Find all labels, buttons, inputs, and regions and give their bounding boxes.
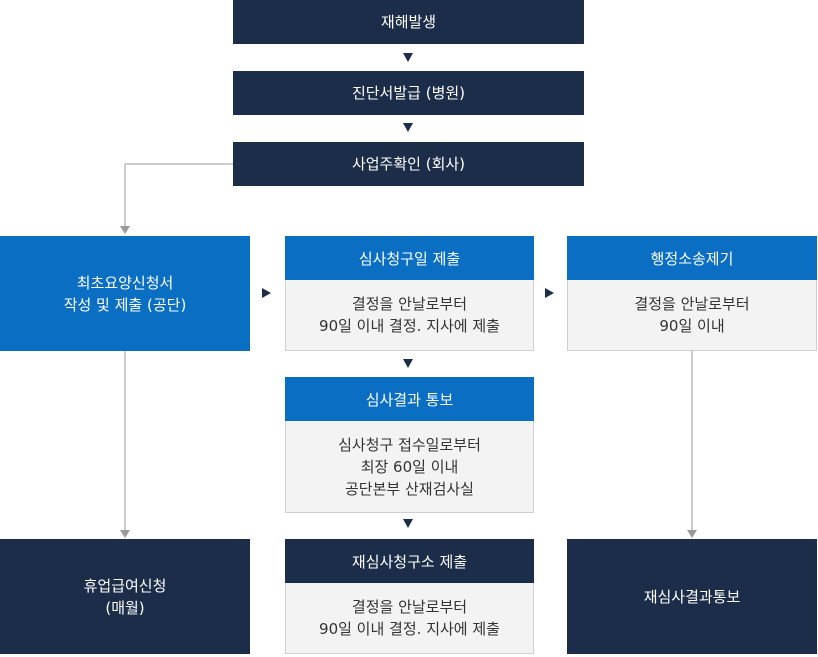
review-result-header: 심사결과 통보 [285,377,534,421]
leave-benefit-box: 휴업급여신청 (매월) [0,539,250,654]
arrow-head-result [687,530,697,538]
re-review-header: 재심사청구소 제출 [285,539,534,583]
arrow-right-2 [545,288,554,298]
connector-company-to-claim [124,163,233,227]
review-request-body: 결정을 안날로부터 90일 이내 결정. 지사에 제출 [285,280,534,351]
lawsuit-line-1: 결정을 안날로부터 [634,295,750,313]
re-review-line-1: 결정을 안날로부터 [351,598,468,616]
step-accident: 재해발생 [233,0,584,44]
first-claim-line-1: 최초요양신청서 [76,273,174,292]
review-request-header: 심사청구일 제출 [285,236,534,280]
step-company-confirm-label: 사업주확인 (회사) [351,155,466,173]
arrow-down-2 [403,123,413,132]
arrow-down-4 [403,519,413,528]
review-request-line-1: 결정을 안날로부터 [351,295,468,313]
lawsuit-header: 행정소송제기 [567,236,817,280]
lawsuit-line-2: 90일 이내 [659,317,725,335]
step-diagnosis: 진단서발급 (병원) [233,71,584,115]
arrow-head-leave [120,530,130,538]
leave-benefit-line-2: (매월) [105,598,145,617]
leave-benefit-line-1: 휴업급여신청 [83,576,167,595]
step-accident-label: 재해발생 [380,13,437,31]
re-review-body: 결정을 안날로부터 90일 이내 결정. 지사에 제출 [285,583,534,654]
review-result-line-2: 최장 60일 이내 [360,457,459,476]
first-claim-box: 최초요양신청서 작성 및 제출 (공단) [0,236,250,351]
step-company-confirm: 사업주확인 (회사) [233,142,584,186]
lawsuit-body: 결정을 안날로부터 90일 이내 [567,280,817,351]
first-claim-line-2: 작성 및 제출 (공단) [63,295,187,314]
review-result-line-3: 공단본부 산재검사실 [345,479,474,498]
arrow-down-1 [403,53,413,62]
arrow-right-1 [262,288,271,298]
lawsuit-title: 행정소송제기 [650,249,734,268]
re-review-line-2: 90일 이내 결정. 지사에 제출 [319,620,500,638]
arrow-head-claim [120,226,130,234]
review-result-body: 심사청구 접수일로부터 최장 60일 이내 공단본부 산재검사실 [285,421,534,513]
review-request-line-2: 90일 이내 결정. 지사에 제출 [319,317,500,335]
review-result-line-1: 심사청구 접수일로부터 [338,435,481,454]
re-review-result-box: 재심사결과통보 [567,539,817,654]
re-review-title: 재심사청구소 제출 [351,552,468,571]
review-request-title: 심사청구일 제출 [358,249,461,268]
arrow-down-3 [403,359,413,368]
step-diagnosis-label: 진단서발급 (병원) [351,84,466,102]
re-review-result-label: 재심사결과통보 [643,587,741,606]
review-result-title: 심사결과 통보 [365,390,454,409]
